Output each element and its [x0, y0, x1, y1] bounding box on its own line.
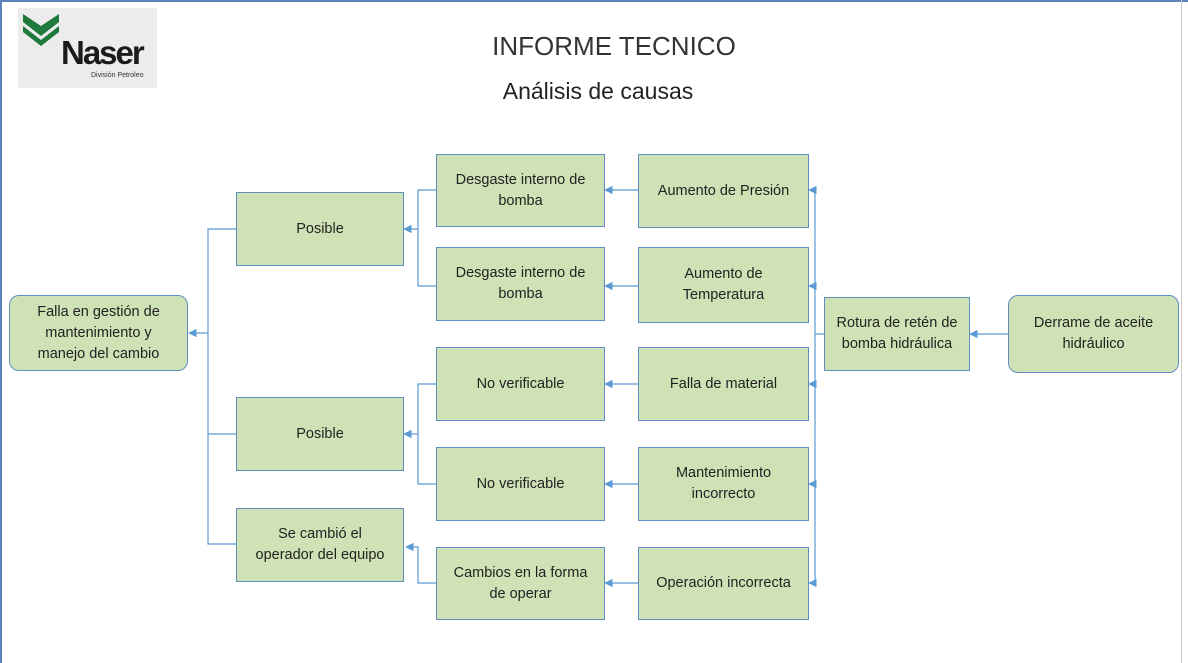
connector-root: [207, 228, 236, 545]
failure-box: Rotura de retén de bomba hidráulica: [824, 297, 970, 371]
page-frame-edge: [1181, 0, 1182, 663]
naser-logo: Naser División Petroleo: [18, 8, 157, 88]
root-cause-box: Falla en gestión de mantenimiento y mane…: [9, 295, 188, 371]
finding-box-4: No verificable: [436, 447, 605, 521]
finding-label: Cambios en la forma de operar: [453, 564, 588, 602]
cause-label: Operación incorrecta: [656, 575, 791, 591]
finding-label: No verificable: [476, 475, 565, 492]
cause-label: Mantenimiento incorrecto: [675, 465, 772, 502]
failure-label: Rotura de retén de bomba hidráulica: [836, 315, 958, 352]
conclusion-label: Posible: [296, 220, 344, 237]
connector-conclusion-3: [405, 542, 436, 584]
logo-subtext: División Petroleo: [91, 72, 144, 79]
finding-box-3: No verificable: [436, 347, 605, 421]
cause-box-2: Aumento de Temperatura: [638, 247, 809, 323]
report-title: INFORME TECNICO: [492, 31, 736, 61]
conclusion-box-2: Posible: [236, 397, 404, 471]
finding-box-2: Desgaste interno de bomba: [436, 247, 605, 321]
conclusion-label: Posible: [296, 425, 344, 442]
cause-label: Aumento de Temperatura: [682, 266, 765, 303]
finding-box-5: Cambios en la forma de operar: [436, 547, 605, 620]
finding-box-1: Desgaste interno de bomba: [436, 154, 605, 227]
conclusion-box-3: Se cambió el operador del equipo: [236, 508, 404, 582]
effect-label: Derrame de aceite hidráulico: [1033, 315, 1154, 352]
cause-label: Falla de material: [669, 375, 778, 392]
logo-wordmark: Naser: [61, 34, 145, 71]
naser-chevron-icon: [23, 14, 59, 46]
cause-label: Aumento de Presión: [657, 182, 790, 199]
cause-box-3: Falla de material: [638, 347, 809, 421]
finding-label: Desgaste interno de bomba: [455, 171, 586, 209]
finding-label: Desgaste interno de bomba: [455, 265, 586, 302]
root-cause-label: Falla en gestión de mantenimiento y mane…: [37, 303, 160, 362]
cause-box-5: Operación incorrecta: [638, 547, 809, 620]
connector-conclusion-1: [417, 189, 436, 287]
report-subtitle: Análisis de causas: [502, 78, 694, 104]
conclusion-label: Se cambió el operador del equipo: [255, 526, 385, 563]
cause-box-4: Mantenimiento incorrecto: [638, 447, 809, 521]
effect-box: Derrame de aceite hidráulico: [1008, 295, 1179, 373]
cause-box-1: Aumento de Presión: [638, 154, 809, 228]
conclusion-box-1: Posible: [236, 192, 404, 266]
finding-label: No verificable: [476, 375, 565, 392]
connector-conclusion-2: [417, 383, 436, 485]
